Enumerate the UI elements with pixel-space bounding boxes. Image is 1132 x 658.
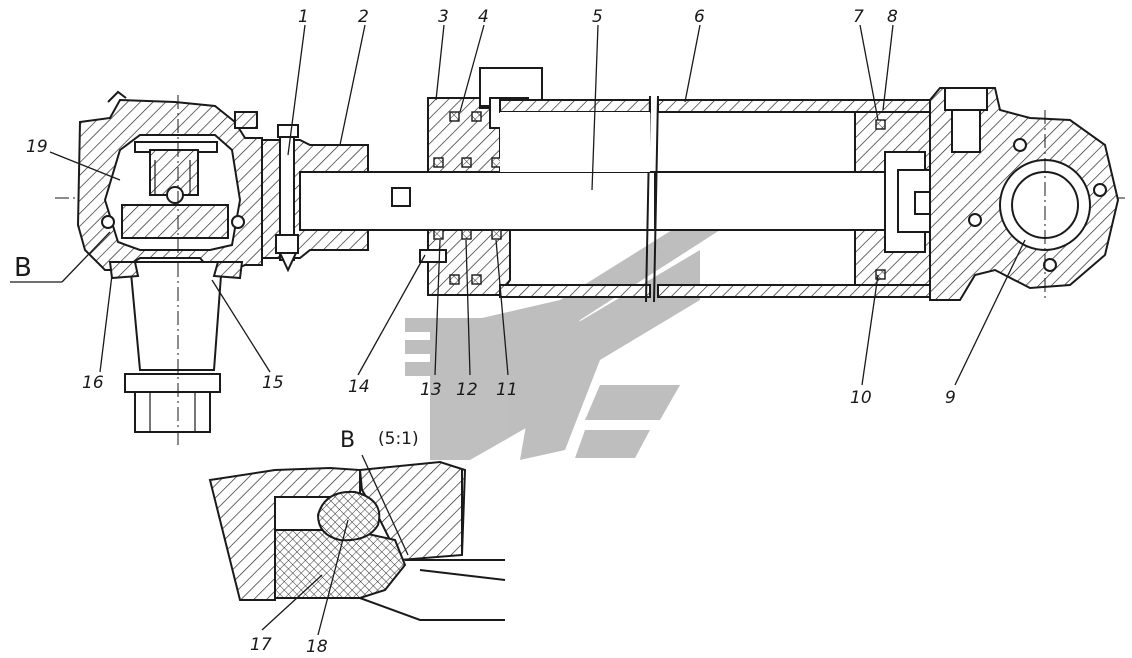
callout-14: 14 xyxy=(348,377,370,397)
detail-view-b xyxy=(208,454,506,636)
callout-16: 16 xyxy=(82,373,104,393)
callout-18: 18 xyxy=(306,637,328,657)
callout-12: 12 xyxy=(456,380,478,400)
detail-label-b: B xyxy=(340,428,355,453)
callout-19: 19 xyxy=(26,137,48,157)
callout-labels: 1 2 3 4 5 6 7 8 19 B 16 15 14 13 12 11 1… xyxy=(14,7,956,657)
detail-scale: (5:1) xyxy=(378,429,419,449)
callout-2: 2 xyxy=(358,7,369,27)
callout-1: 1 xyxy=(298,7,309,27)
callout-5: 5 xyxy=(592,7,603,27)
callout-9: 9 xyxy=(945,388,956,408)
cylinder-tube xyxy=(499,95,931,303)
callout-17: 17 xyxy=(250,635,272,655)
callout-8: 8 xyxy=(887,7,898,27)
rear-eye xyxy=(929,87,1120,301)
callout-15: 15 xyxy=(262,373,284,393)
callout-13: 13 xyxy=(420,380,442,400)
callout-4: 4 xyxy=(478,7,489,27)
callout-10: 10 xyxy=(850,388,872,408)
view-label-b: B xyxy=(14,253,32,283)
callout-7: 7 xyxy=(853,7,864,27)
leader-lines xyxy=(10,24,1026,386)
callout-3: 3 xyxy=(438,7,449,27)
piston xyxy=(854,111,939,286)
callout-11: 11 xyxy=(496,380,518,400)
left-head-assembly xyxy=(76,90,263,445)
callout-6: 6 xyxy=(694,7,705,27)
